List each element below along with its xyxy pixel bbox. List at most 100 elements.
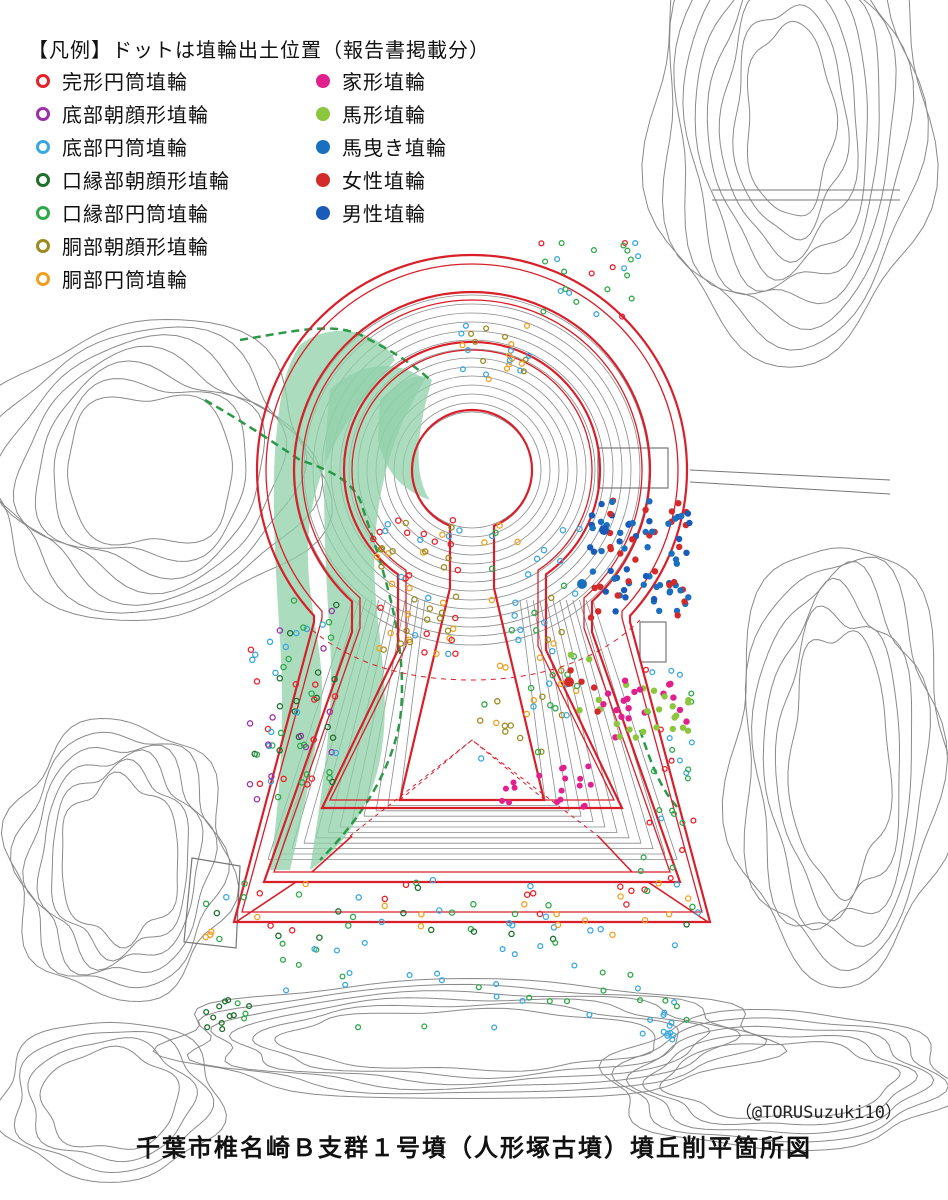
dot-marker — [622, 594, 629, 601]
ring-marker — [690, 817, 697, 824]
contour-line — [682, 0, 897, 305]
removed-zone — [310, 366, 425, 870]
dot-marker — [681, 598, 688, 605]
ring-marker — [253, 751, 261, 758]
ring-marker — [276, 703, 284, 710]
dot-marker — [621, 677, 629, 684]
ring-marker — [311, 696, 318, 703]
ring-marker — [397, 640, 405, 647]
ring-marker — [558, 240, 565, 247]
ring-marker — [597, 925, 604, 933]
ring-marker — [370, 535, 377, 543]
ring-marker — [378, 918, 385, 926]
ring-marker — [512, 599, 519, 606]
ring-marker — [617, 893, 624, 900]
ring-marker — [293, 697, 300, 705]
contour-line — [641, 1034, 919, 1126]
ring-marker — [295, 891, 303, 898]
legend-item: 底部円筒埴輪 — [36, 130, 230, 163]
ring-marker — [491, 1024, 498, 1031]
ring-marker — [530, 703, 537, 710]
ring-marker — [661, 765, 668, 772]
ring-marker — [517, 626, 524, 634]
ring-marker — [254, 913, 261, 921]
dot-marker — [616, 538, 623, 545]
contour-line — [61, 771, 179, 949]
legend-right-column: 家形埴輪馬形埴輪馬曳き埴輪女性埴輪男性埴輪 — [316, 64, 447, 229]
ring-marker — [276, 627, 284, 634]
ring-marker — [279, 940, 286, 947]
contour-line — [774, 605, 901, 922]
ring-marker — [331, 676, 338, 683]
dot-marker — [589, 568, 597, 575]
ring-marker — [448, 636, 455, 644]
ring-marker — [563, 998, 571, 1005]
ring-marker — [252, 651, 259, 658]
legend-item: 胴部朝顔形埴輪 — [36, 229, 230, 262]
ring-marker — [488, 565, 496, 572]
ring-marker — [587, 927, 594, 934]
ring-marker — [300, 741, 308, 749]
contour-line — [706, 0, 868, 281]
ring-marker — [530, 697, 538, 704]
ring-marker — [545, 902, 552, 909]
ring-marker — [329, 734, 337, 741]
ring-marker — [421, 1023, 428, 1030]
ring-marker — [676, 757, 683, 764]
ring-marker — [683, 1016, 690, 1023]
contour-line — [746, 20, 839, 217]
dot-marker — [620, 586, 628, 594]
contour-line — [694, 0, 880, 292]
ring-marker — [395, 517, 402, 524]
ring-marker — [470, 901, 477, 908]
legend-item: 家形埴輪 — [316, 64, 447, 97]
ring-marker — [300, 624, 307, 631]
contour-line — [152, 977, 788, 1100]
contour-line — [252, 1002, 679, 1080]
dot-marker — [562, 775, 569, 782]
ring-marker — [639, 1030, 646, 1037]
ring-marker — [511, 612, 518, 619]
building-outline — [183, 857, 241, 949]
ring-marker — [679, 819, 686, 826]
ring-marker — [436, 615, 444, 622]
ring-marker — [664, 1030, 671, 1037]
keyhole-outline — [262, 291, 682, 884]
ring-marker — [452, 650, 459, 657]
ring-marker — [516, 734, 524, 742]
dot-marker — [567, 651, 574, 658]
ring-marker — [531, 609, 538, 617]
legend-item-label: 口縁部朝顔形埴輪 — [62, 169, 230, 193]
ring-marker — [438, 609, 446, 616]
legend-item: 胴部円筒埴輪 — [36, 262, 230, 295]
contour-line — [186, 983, 768, 1095]
ring-marker — [406, 584, 413, 592]
ring-marker — [381, 895, 389, 903]
ring-marker — [527, 882, 534, 890]
ring-marker — [545, 680, 553, 687]
ring-marker — [684, 895, 692, 902]
ring-marker — [671, 942, 678, 949]
dot-marker — [602, 588, 609, 595]
dot-marker — [646, 518, 653, 525]
ring-marker — [502, 728, 509, 735]
dot-marker — [676, 543, 683, 551]
dot-marker — [611, 575, 618, 582]
ring-marker — [210, 1014, 217, 1021]
dot-marker — [589, 524, 596, 532]
ring-marker — [557, 667, 565, 674]
ring-marker — [519, 997, 526, 1004]
contour-line — [718, 0, 859, 263]
ring-marker — [282, 643, 290, 651]
dot-marker — [665, 520, 672, 527]
ring-marker — [552, 705, 559, 712]
ring-marker — [242, 1010, 249, 1017]
ring-marker — [670, 810, 678, 817]
ring-marker — [472, 338, 479, 345]
ring-marker — [649, 669, 656, 676]
contour-line — [36, 749, 204, 971]
dot-marker — [613, 706, 620, 714]
dot-marker — [567, 667, 574, 674]
ring-marker — [475, 984, 482, 991]
dot-marker — [587, 781, 594, 788]
